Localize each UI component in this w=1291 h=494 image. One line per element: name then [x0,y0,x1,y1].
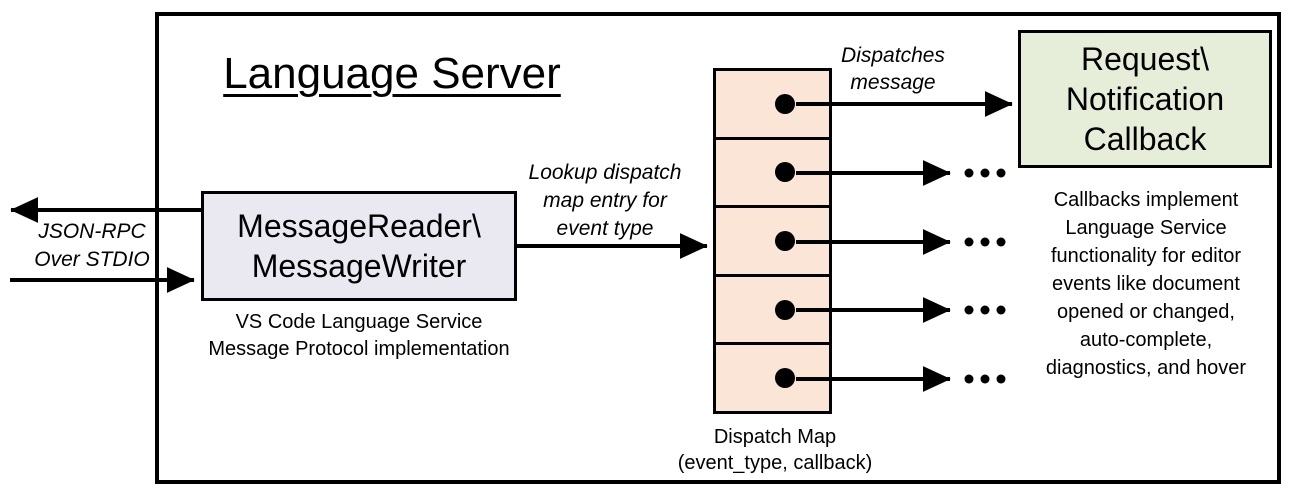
request-notification-callback-label: Request\ Notification Callback [1065,41,1225,157]
request-notification-callback-box: Request\ Notification Callback [1018,30,1272,168]
lookup-dispatch-label: Lookup dispatch map entry for event type [528,161,682,240]
map-entry-dot-icon [775,93,795,114]
json-rpc-stdio-label: JSON-RPC Over STDIO [34,220,150,271]
dispatch-map-cell [716,276,829,346]
dispatches-message-label: Dispatches message [841,44,945,94]
dispatch-map [713,68,832,414]
dispatch-map-cell [716,208,829,277]
map-entry-dot-icon [775,299,795,320]
callbacks-note: Callbacks implement Language Service fun… [1045,189,1247,379]
map-entry-dot-icon [775,368,795,389]
dispatch-map-caption: Dispatch Map (event_type, callback) [677,426,873,474]
reader-caption: VS Code Language Service Message Protoco… [208,311,510,360]
dispatch-map-cell [716,139,829,209]
language-server-boundary-box [155,12,1281,484]
diagram-title: Language Server [223,49,561,98]
dispatch-map-cell [716,345,829,411]
map-entry-dot-icon [775,162,795,183]
message-reader-writer-label: MessageReader\ MessageWriter [237,208,481,284]
message-reader-writer-box: MessageReader\ MessageWriter [201,191,517,301]
map-entry-dot-icon [775,230,795,251]
